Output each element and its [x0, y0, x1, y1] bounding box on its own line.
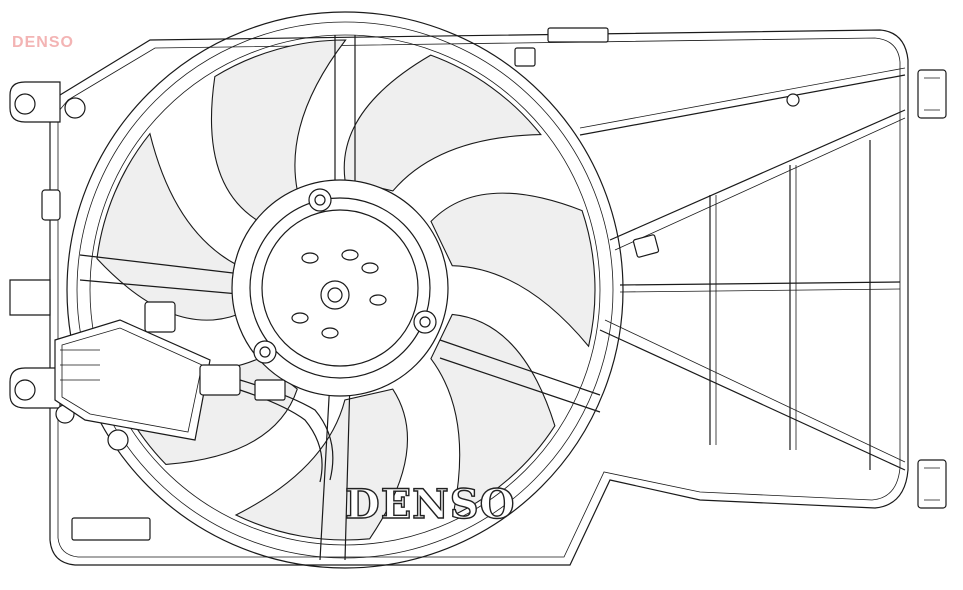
watermark-logo: DENSO	[12, 34, 74, 51]
fan-blade	[210, 39, 347, 223]
motor-hub-icon	[231, 179, 449, 397]
motor-spokes-icon	[79, 35, 601, 561]
brand-mark: DENSO	[345, 481, 515, 528]
shroud-frame-icon	[49, 27, 947, 566]
mounting-lug-icon	[9, 81, 86, 424]
fan-blade	[343, 54, 542, 192]
fan-blades-icon	[96, 39, 596, 541]
fan-blade	[430, 313, 556, 517]
wiring-harness-icon	[199, 364, 334, 483]
resistor-module-icon	[54, 301, 211, 451]
fan-blade	[430, 192, 596, 348]
